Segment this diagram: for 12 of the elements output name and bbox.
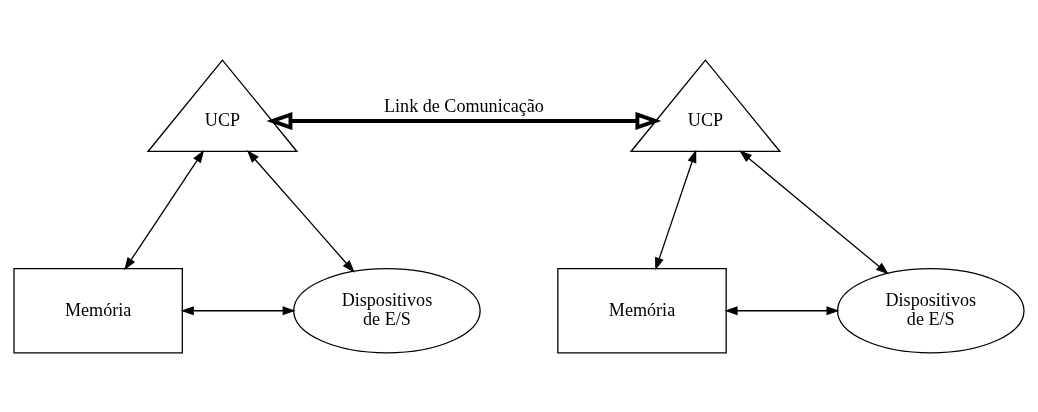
- node-box: Memória: [557, 267, 727, 353]
- edge-label: Link de Comunicação: [384, 95, 544, 116]
- node-box: Memória: [13, 267, 183, 353]
- arrow: [246, 149, 355, 273]
- arrow: [180, 305, 296, 315]
- arrow: [739, 149, 889, 275]
- node-ellipse: Dispositivos de E/S: [293, 267, 481, 353]
- node-ellipse: Dispositivos de E/S: [836, 267, 1025, 353]
- arrow: [124, 149, 205, 270]
- arrow: [266, 111, 662, 130]
- arrow: [655, 149, 697, 270]
- arrow: [724, 305, 840, 315]
